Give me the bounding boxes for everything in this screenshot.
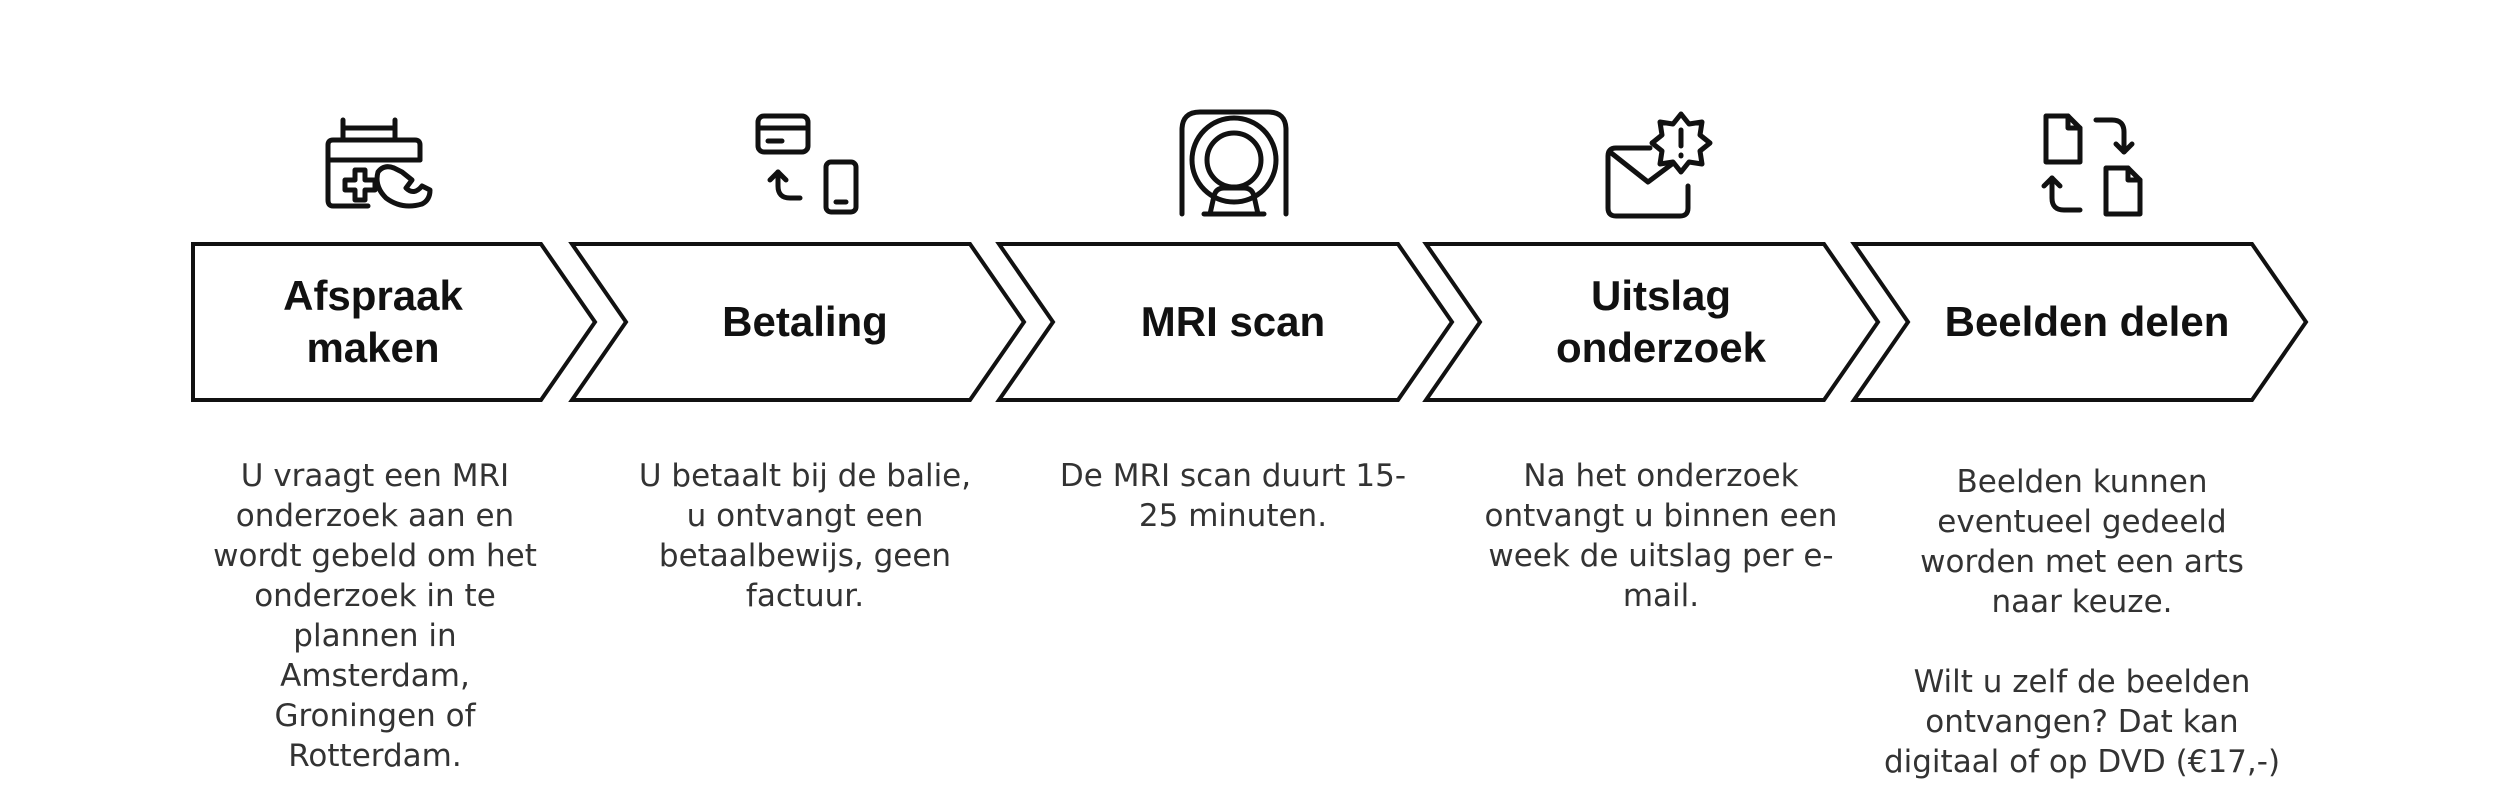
step-1-label-line-2: maken: [306, 324, 439, 371]
step-1-label-line-1: Afspraak: [283, 272, 463, 319]
step-2-description-text: U betaalt bij de balie, u ontvangt een b…: [638, 458, 972, 614]
step-4-description-text: Na het onderzoek ontvangt u binnen een w…: [1484, 458, 1838, 614]
step-5-description: Beelden kunnen eventueel gedeeld worden …: [1882, 462, 2282, 782]
step-5-description-text-1: Beelden kunnen eventueel gedeeld worden …: [1920, 464, 2244, 620]
step-3-description-text: De MRI scan duurt 15-25 minuten.: [1059, 458, 1407, 534]
mri-scanner-icon: [1179, 109, 1289, 217]
step-1-description-text: U vraagt een MRI onderzoek aan en wordt …: [213, 458, 537, 774]
step-2-chevron: [568, 242, 1027, 402]
step-2-label: Betaling: [722, 298, 888, 345]
card-to-phone-payment-icon: [755, 113, 859, 215]
step-1-chevron: [191, 242, 598, 402]
step-3-description: De MRI scan duurt 15-25 minuten.: [1053, 456, 1413, 536]
step-1-description: U vraagt een MRI onderzoek aan en wordt …: [195, 456, 555, 776]
envelope-alert-icon: [1605, 111, 1713, 219]
step-4-label-line-2: onderzoek: [1556, 324, 1767, 371]
step-2-description: U betaalt bij de balie, u ontvangt een b…: [625, 456, 985, 616]
step-5-description-text-2: Wilt u zelf de beelden ontvangen? Dat ka…: [1883, 664, 2281, 780]
step-3-label: MRI scan: [1141, 298, 1325, 345]
step-3-chevron: [995, 242, 1455, 402]
calendar-medical-phone-icon: [325, 117, 433, 209]
step-4-chevron: [1422, 242, 1881, 402]
step-5-chevron: [1850, 242, 2309, 402]
step-4-label-line-1: Uitslag: [1591, 272, 1731, 319]
file-exchange-icon: [2041, 113, 2143, 217]
step-4-description: Na het onderzoek ontvangt u binnen een w…: [1481, 456, 1841, 616]
step-5-label: Beelden delen: [1945, 298, 2230, 345]
